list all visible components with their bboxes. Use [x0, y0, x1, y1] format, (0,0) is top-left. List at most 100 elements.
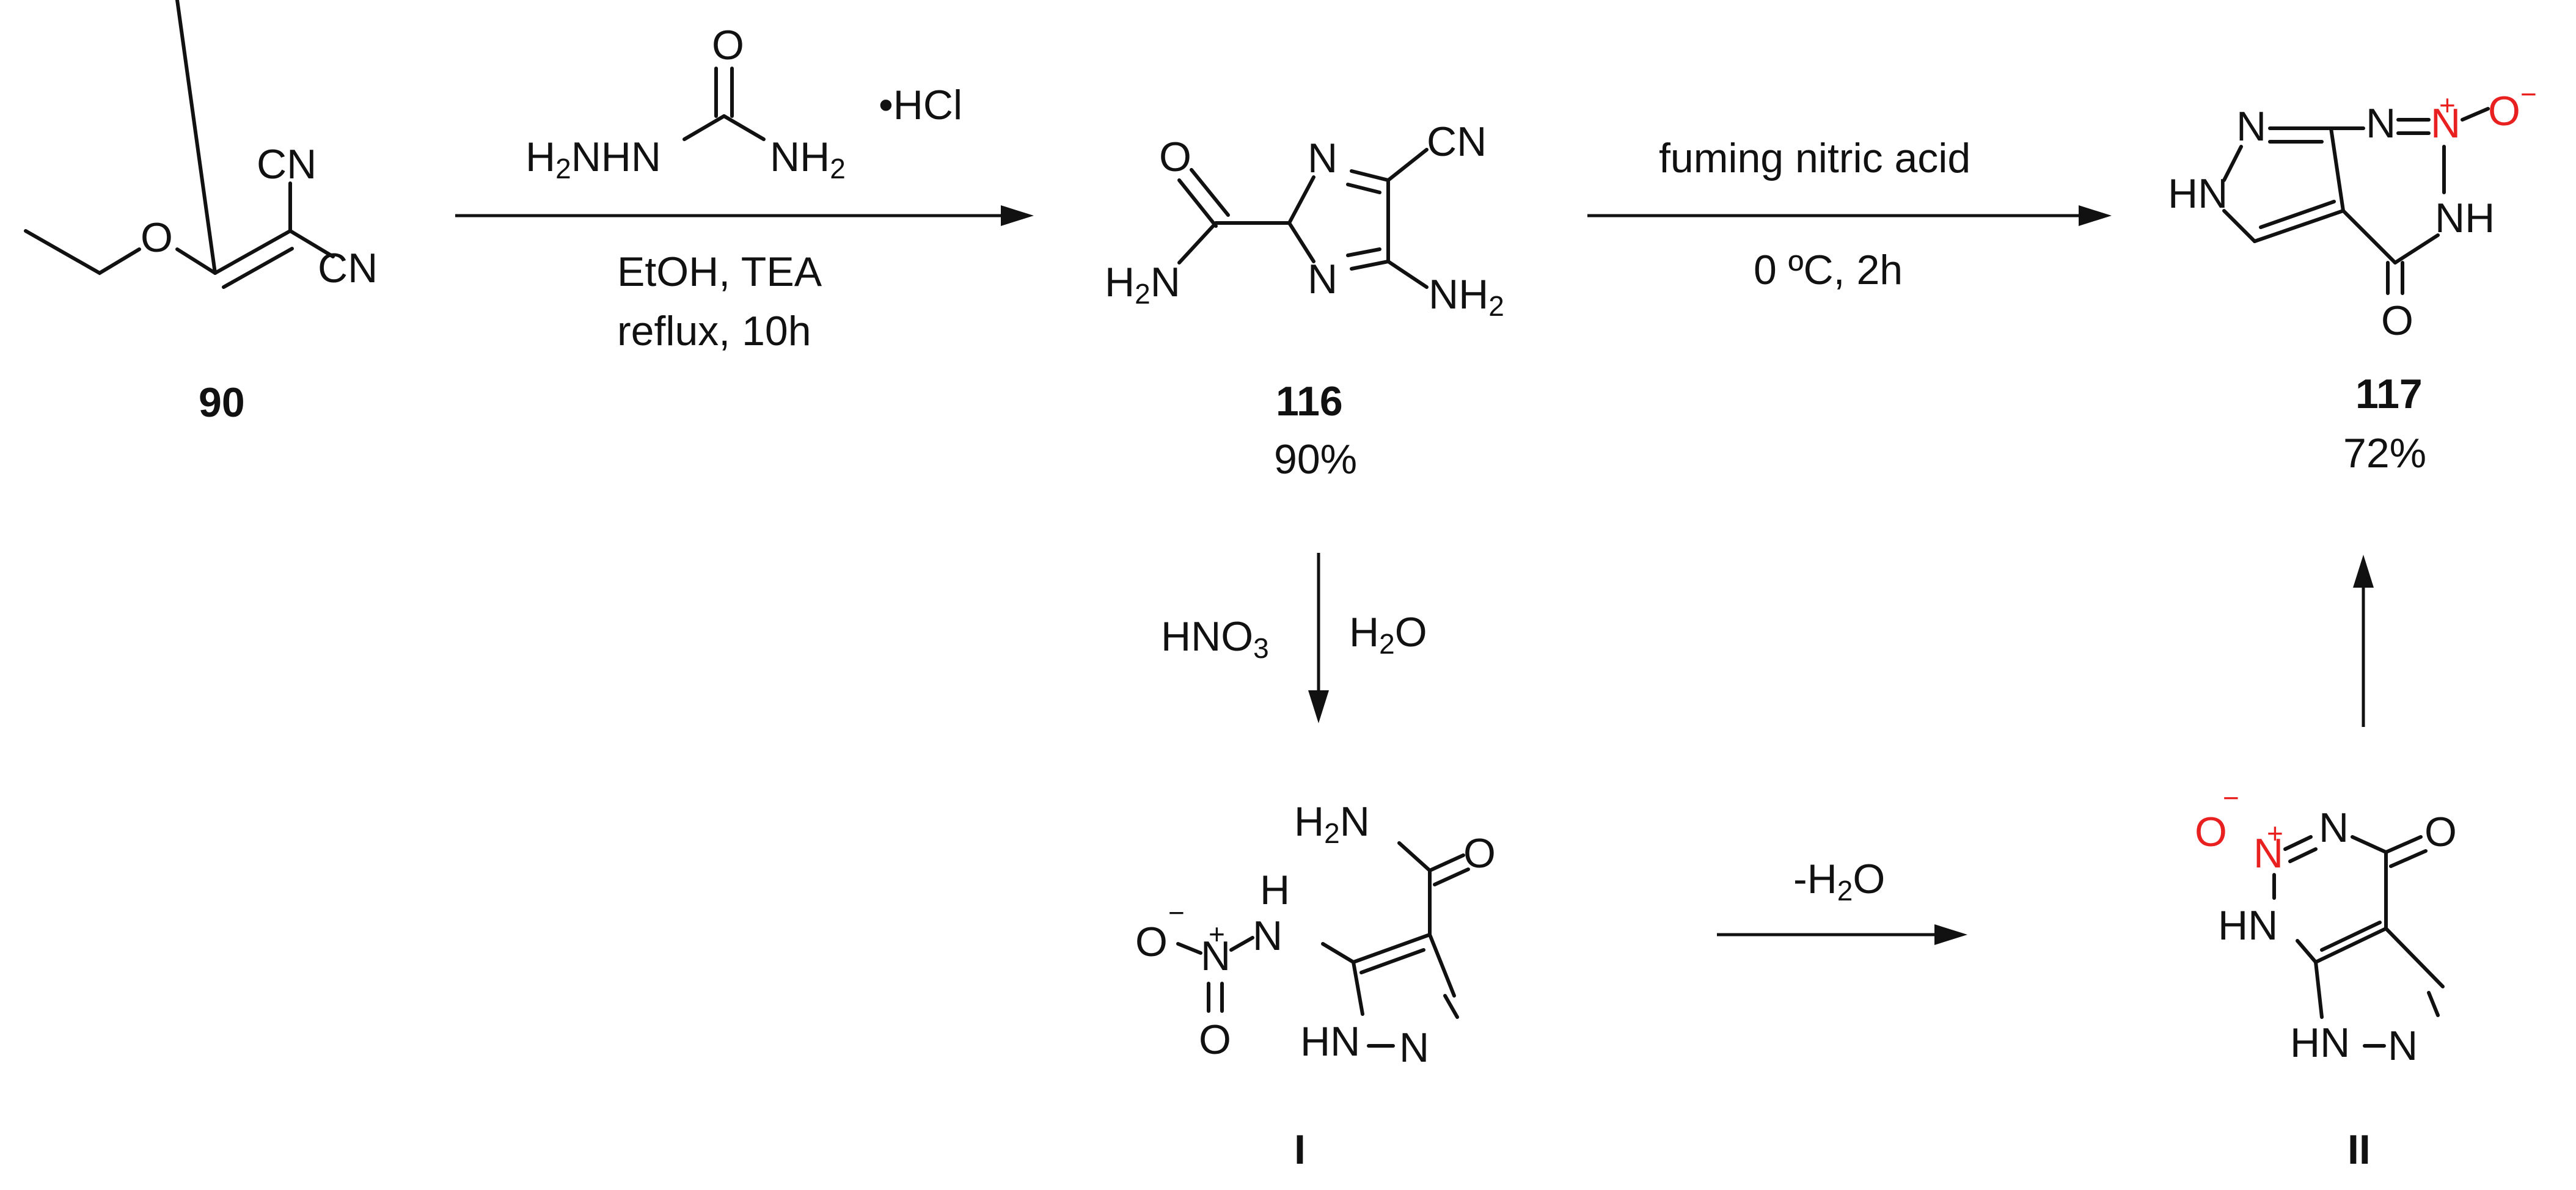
ii-o-minus: − [2223, 782, 2239, 814]
semicarbazide-left-group: H2NHN [525, 134, 661, 184]
ring-bond-1 [1287, 175, 1315, 225]
yield-116: 90% [1274, 436, 1357, 483]
amino-bond [1386, 260, 1429, 289]
step5 [2353, 555, 2374, 727]
ii-n-label: N [2319, 805, 2349, 851]
nitrile-label: CN [1427, 119, 1487, 165]
pyrazole-cc-bond-a [2253, 209, 2345, 243]
pyrazole-hn: HN [2168, 170, 2228, 217]
intermediate-label-I: I [1294, 1126, 1306, 1173]
ii-ketone-o: O [2424, 809, 2457, 855]
cn-bottom-label: CN [318, 245, 378, 291]
i-h-label: H [1260, 867, 1290, 913]
i-no-bond [1176, 942, 1202, 955]
double-bond-a [213, 229, 292, 275]
compound-number-116: 116 [1276, 378, 1343, 425]
carbonyl-oxygen: O [1159, 134, 1191, 180]
step3: HNO3 H2O [1161, 553, 1427, 723]
amide-co-bond-a [1177, 178, 1218, 228]
step4: -H2O [1717, 856, 1967, 945]
i-nn-bond [1229, 936, 1254, 952]
cn-top-label: CN [257, 141, 317, 188]
compound-number-117: 117 [2355, 371, 2423, 417]
ii-o-minus-label: O [2195, 809, 2227, 855]
hcl-label: •HCl [879, 82, 962, 128]
triazine-n-oxide-n: N [2431, 100, 2461, 147]
i-n-plus: + [1209, 918, 1225, 950]
ii-nn-double-b [2288, 847, 2318, 863]
pyrazole-n: N [2236, 103, 2266, 150]
semicarbazide-oxygen: O [712, 22, 744, 68]
i-amide-o: O [1463, 830, 1496, 877]
ii-pyrazole-bond-1b [2427, 991, 2440, 1017]
ii-pyrazole-bond-1 [2384, 927, 2445, 988]
i-ring-bond-2b [1443, 994, 1459, 1019]
i-amide-cn-bond [1397, 841, 1432, 872]
i-ring-bond-1b [1359, 948, 1425, 974]
semicarbazide-left-bond [682, 114, 726, 141]
amide-co-bond-b [1190, 168, 1230, 217]
o-minus-charge: − [2520, 78, 2537, 110]
i-n-label: N [1253, 913, 1283, 959]
step2-arrowhead [2079, 205, 2112, 226]
ii-pyrazole-bond-2 [2314, 960, 2324, 1019]
step4-arrowhead [1934, 924, 1967, 945]
amide-cn-bond [1177, 221, 1218, 265]
intermediate-I: H2N O HN N H N N + O − O I [1135, 798, 1496, 1173]
compound-117: HN N N N + O − NH O 117 72% [2168, 78, 2537, 476]
n-plus-charge: + [2439, 89, 2456, 121]
amide-nh2: H2N [1105, 259, 1180, 310]
yield-117: 72% [2343, 430, 2426, 476]
ii-pyrazole-hn: HN [2290, 1020, 2350, 1066]
ring-fusion-bond [2329, 126, 2345, 213]
step5-arrowhead [2353, 555, 2374, 588]
i-o-minus: − [1168, 897, 1185, 929]
ii-n-plus: + [2267, 817, 2283, 849]
ether-bond [175, 0, 217, 275]
i-amide-co-bond-a [1428, 853, 1465, 872]
n-oxide-o: O [2488, 88, 2520, 134]
amino-label: NH2 [1429, 271, 1504, 322]
step3-reagent-right: H2O [1349, 609, 1427, 660]
semicarbazide-right-bond [722, 114, 766, 141]
ii-ring-bond-4 [2296, 939, 2318, 964]
ring-bond-2 [1287, 221, 1315, 263]
ii-hn-label: HN [2218, 902, 2278, 949]
step2: fuming nitric acid 0 ºC, 2h [1587, 135, 2112, 293]
compound-90: O CN CN 90 [24, 0, 378, 426]
ii-nn-double-a [2283, 835, 2313, 851]
ring-bond-3b [1346, 183, 1381, 194]
ring-bond-3 [1350, 169, 1390, 182]
ii-co-bond-b [2389, 849, 2428, 868]
step2-reagent: fuming nitric acid [1659, 135, 1970, 181]
intermediate-label-II: II [2347, 1126, 2371, 1173]
double-bond-b [222, 247, 294, 289]
triazine-nh: NH [2435, 195, 2495, 241]
i-nh-bond [1321, 942, 1355, 964]
i-ring-bond-2 [1428, 933, 1456, 998]
triazinone-o: O [2381, 298, 2413, 344]
ii-fusion-bond-a [2314, 927, 2388, 964]
ring-n-top: N [1308, 135, 1337, 181]
ii-pyrazole-n: N [2388, 1023, 2418, 1069]
intermediate-II: O − N + N O HN HN N II [2195, 782, 2457, 1173]
ring-bond-5b [1346, 247, 1381, 257]
i-ring-bond-1 [1352, 933, 1432, 964]
step1: O H2NHN NH2 •HCl EtOH, TEA reflux, 10h [455, 22, 1034, 354]
step1-arrowhead [1001, 205, 1034, 226]
ether-bond-2 [175, 247, 217, 275]
step3-arrowhead [1308, 690, 1329, 723]
n-oxide-bond [2461, 107, 2490, 122]
ethyl-bond [24, 229, 141, 276]
ii-fusion-bond-b [2320, 921, 2382, 952]
i-ring-bond-3 [1352, 960, 1364, 1016]
i-nitro-o: O [1199, 1017, 1231, 1063]
pyrazole-nn-bond [2222, 145, 2243, 182]
i-amide-co-bond-b [1433, 867, 1470, 886]
step2-condition: 0 ºC, 2h [1754, 247, 1903, 293]
triazine-bond-5 [2341, 209, 2397, 265]
ii-n-oxide-n: N [2253, 830, 2283, 877]
i-nitro-n: N [1201, 933, 1231, 979]
i-nitro-o-minus: O [1135, 919, 1168, 965]
